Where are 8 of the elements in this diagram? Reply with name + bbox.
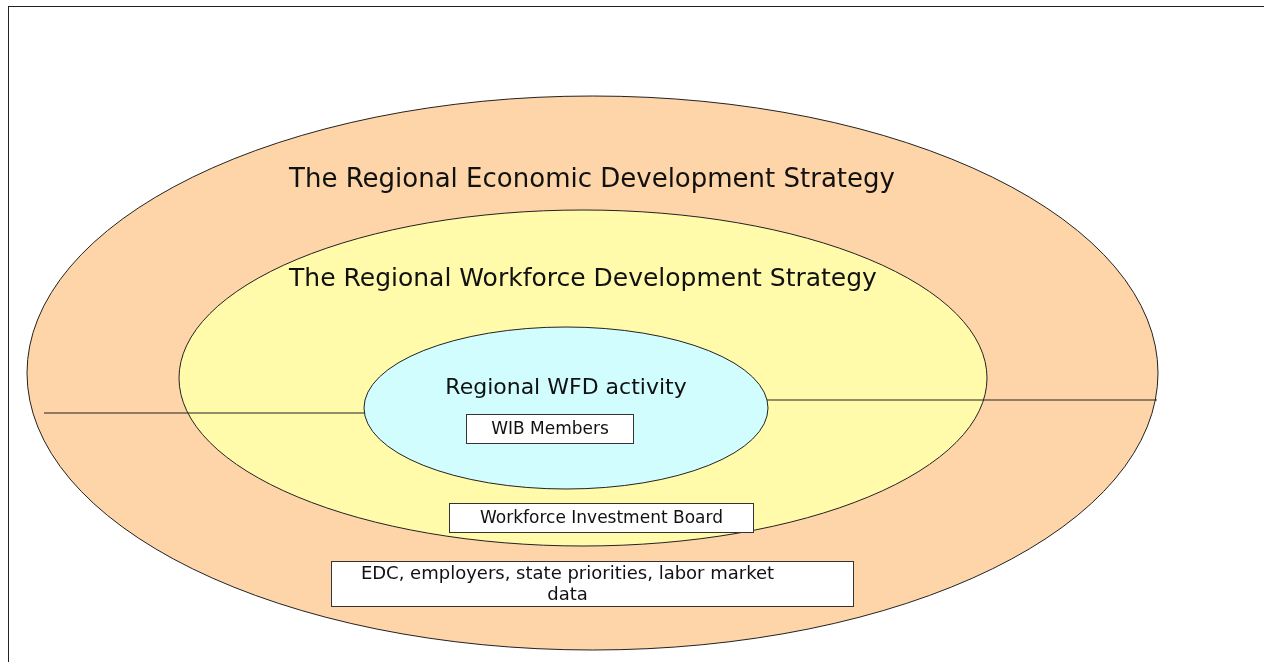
region-title: The Regional Economic Development Strategy [288,162,896,195]
text-box: EDC, employers, state priorities, labor market data [331,561,854,607]
text-box: Workforce Investment Board [449,503,754,533]
connector-line [766,399,1158,401]
text-box: WIB Members [466,414,634,444]
connector-line [43,412,365,414]
region-title: The Regional Workforce Development Strategy [288,262,878,294]
region-title: Regional WFD activity [444,373,688,401]
